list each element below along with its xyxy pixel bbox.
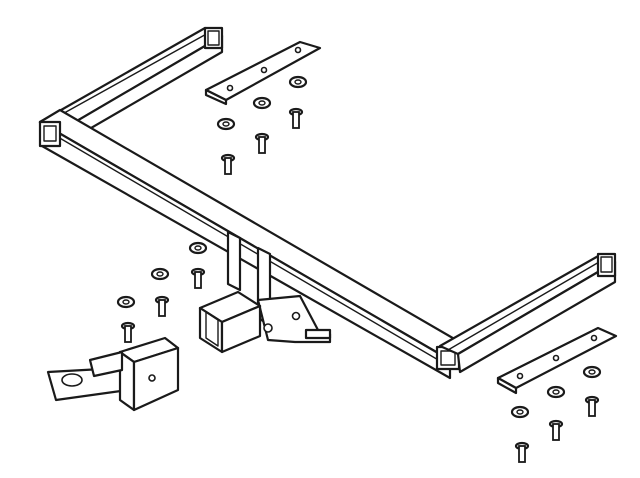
bolt (584, 395, 600, 417)
side-arm-left (38, 26, 224, 148)
washer (116, 295, 136, 309)
bolt (514, 441, 530, 463)
washer (216, 117, 236, 131)
bolt (548, 419, 564, 441)
receiver-bracket (226, 230, 332, 344)
side-arm-right (438, 252, 617, 374)
mounting-plate-right (496, 326, 618, 395)
crossbar (38, 108, 472, 380)
bolt (120, 321, 136, 343)
bolt (154, 295, 170, 317)
bolt (254, 132, 270, 154)
washer (510, 405, 530, 419)
mounting-plate-left (204, 40, 322, 106)
bolt (190, 267, 206, 289)
washer (582, 365, 602, 379)
washer (252, 96, 272, 110)
washer (288, 75, 308, 89)
ball-mount (46, 336, 180, 412)
bolt (288, 107, 304, 129)
washers (116, 75, 602, 419)
bolts (120, 107, 600, 463)
receiver-tube (198, 290, 262, 354)
washer (150, 267, 170, 281)
washer (188, 241, 208, 255)
washer (546, 385, 566, 399)
bolt (220, 153, 236, 175)
